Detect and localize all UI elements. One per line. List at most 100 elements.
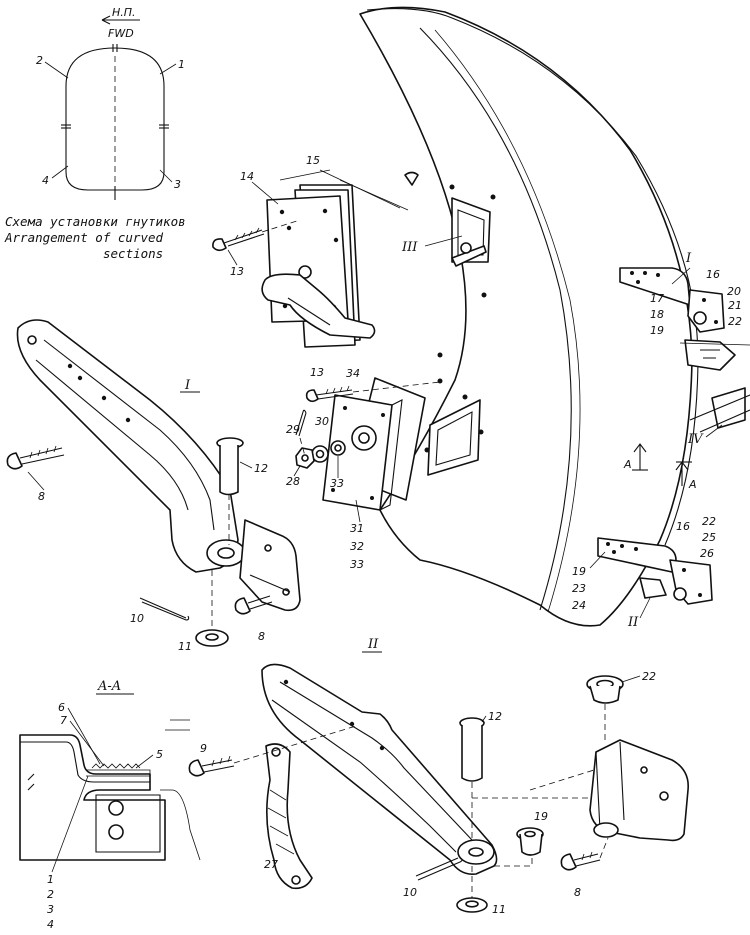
cotter-pin-10-detail-II [415, 857, 463, 881]
callout-12-detail-II: 12 [488, 710, 502, 723]
section-seal-hatching [91, 763, 141, 769]
callout-7: 7 [60, 714, 67, 727]
callout-24: 24 [572, 599, 586, 612]
hinge-I-installed: I 16 20 21 22 17 18 19 IV [619, 251, 750, 447]
cotter-pin-29 [295, 409, 307, 437]
view-II-label-panel: II [627, 615, 639, 630]
callout-25: 25 [702, 531, 716, 544]
callout-16-bottom: 16 [676, 520, 690, 533]
hinge-bracket-20 [687, 289, 725, 333]
callout-22-top: 22 [728, 315, 742, 328]
callout-19-top: 19 [650, 324, 664, 337]
callout-15: 15 [306, 154, 320, 167]
direction-ru: Н.П. [112, 6, 136, 19]
section-A-A: A-A 6 7 5 1 2 3 4 [19, 679, 201, 931]
panel-outline [359, 6, 693, 627]
callout-34: 34 [346, 367, 360, 380]
callout-20: 20 [727, 285, 741, 298]
view-II-label: II [367, 637, 379, 652]
hinge-bracket-detail-II [589, 739, 689, 842]
callout-18: 18 [650, 308, 664, 321]
callout-13-middle: 13 [310, 366, 324, 379]
callout-26: 26 [700, 547, 714, 560]
callout-29: 29 [286, 423, 300, 436]
callout-6: 6 [58, 701, 65, 714]
callout-33-a: 33 [330, 477, 344, 490]
curved-sections-scheme: Н.П. FWD 2 1 4 3 Схема установки гнутико… [4, 6, 186, 261]
callout-21: 21 [728, 299, 742, 312]
detail-I-hinge: I 12 8 10 11 8 [6, 319, 301, 653]
callout-16-top: 16 [706, 268, 720, 281]
callout-2-section: 2 [47, 888, 54, 901]
callout-5: 5 [156, 748, 163, 761]
callout-19-mid: 19 [572, 565, 586, 578]
screw-13-middle [305, 389, 319, 403]
hinge-mount-IV-area [684, 339, 736, 371]
callout-32: 32 [350, 540, 364, 553]
latch-handle [261, 273, 376, 339]
scheme-caption-en-2: sections [103, 246, 163, 261]
view-IV-label: IV [687, 432, 704, 447]
callout-22-mid: 22 [702, 515, 716, 528]
callout-33-b: 33 [350, 558, 364, 571]
callout-31: 31 [350, 522, 364, 535]
callout-4-section: 4 [47, 918, 54, 931]
callout-17: 17 [650, 292, 664, 305]
callout-23: 23 [572, 582, 586, 595]
view-III-label: III [401, 240, 418, 255]
arrow-A-label-1: A [623, 458, 632, 471]
direction-en: FWD [108, 27, 134, 40]
scheme-caption-ru: Схема установки гнутиков [5, 214, 186, 229]
callout-11-detail-II: 11 [492, 903, 506, 916]
callout-2: 2 [36, 54, 43, 67]
screw-8-detail-I-b [234, 597, 251, 615]
screw-9 [188, 759, 205, 777]
callout-11-detail-I: 11 [178, 640, 192, 653]
crescent-panel [359, 6, 699, 627]
hinge-bracket-detail-I [239, 519, 301, 612]
latch-assembly-top: 14 15 13 III [212, 154, 463, 348]
callout-27: 27 [264, 858, 278, 871]
callout-3: 3 [174, 178, 181, 191]
callout-8-detail-I-b: 8 [258, 630, 265, 643]
screw-8-detail-I [6, 452, 23, 470]
latch-assembly-middle: 13 34 29 30 28 33 31 32 33 [286, 366, 443, 571]
callout-1: 1 [178, 58, 185, 71]
callout-9: 9 [200, 742, 207, 755]
bonding-strap-27 [265, 743, 313, 890]
detail-II-hinge: II 27 9 12 19 10 [188, 637, 689, 916]
section-arrows: A A [623, 443, 697, 491]
callout-14: 14 [240, 170, 254, 183]
callout-8-detail-II: 8 [574, 886, 581, 899]
callout-10-detail-I: 10 [130, 612, 144, 625]
screw-13-top [212, 238, 227, 252]
callout-3-section: 3 [47, 903, 54, 916]
section-body [19, 734, 166, 861]
callout-30: 30 [315, 415, 329, 428]
callout-10-detail-II: 10 [403, 886, 417, 899]
callout-4: 4 [42, 174, 49, 187]
hinge-II-installed: 16 22 25 26 19 23 24 II [572, 515, 716, 630]
callout-28: 28 [286, 475, 300, 488]
callout-8-detail-I: 8 [38, 490, 45, 503]
arrow-A-label-2: A [688, 478, 697, 491]
view-I-label: I [184, 378, 191, 393]
view-I-label-panel: I [685, 251, 692, 266]
screw-8-detail-II [560, 853, 577, 871]
panel-rim [366, 8, 699, 546]
hinge-arm-detail-I [16, 319, 239, 573]
callout-12-detail-I: 12 [254, 462, 268, 475]
panel-fold-line [419, 27, 572, 611]
callout-1-section: 1 [47, 873, 54, 886]
scheme-upper-outline [65, 47, 165, 125]
pin-12-detail-II [461, 725, 483, 782]
cotter-pin-10-detail-I [139, 597, 190, 621]
fwd-arrow-icon [101, 15, 140, 25]
callout-22-bottom: 22 [642, 670, 656, 683]
section-A-A-label: A-A [97, 679, 121, 694]
pin-12 [219, 445, 239, 496]
callout-19-bottom: 19 [534, 810, 548, 823]
scheme-caption-en-1: Arrangement of curved [4, 230, 164, 245]
callout-13-top: 13 [230, 265, 244, 278]
